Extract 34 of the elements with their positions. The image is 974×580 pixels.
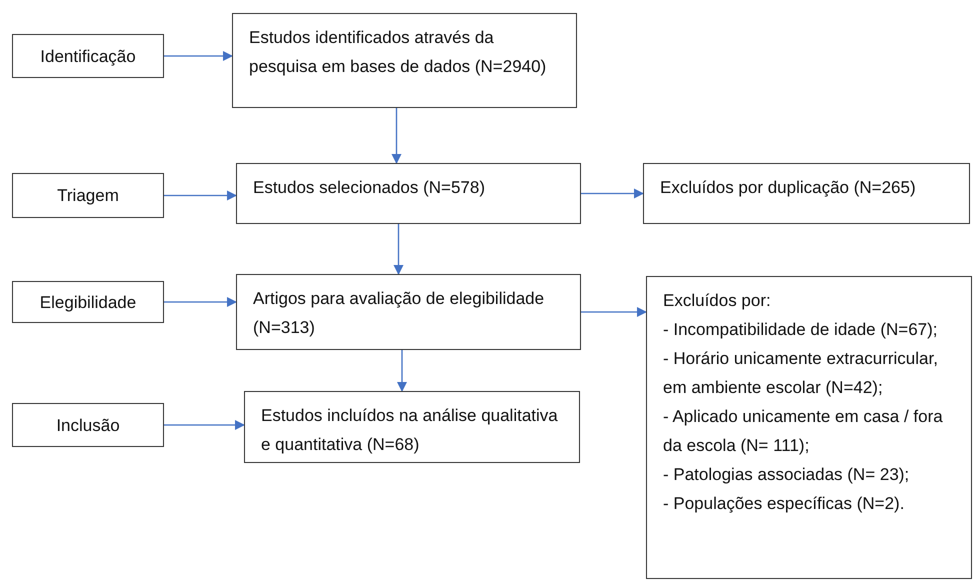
stage-box [12, 403, 164, 447]
box-text: - Incompatibilidade de idade (N=67); [663, 319, 939, 341]
process-box [236, 163, 581, 224]
arrow [164, 297, 237, 307]
arrow [581, 188, 644, 198]
box-text: - Populações específicas (N=2). [663, 493, 906, 515]
stage-label: Elegibilidade [40, 292, 136, 314]
process-box [244, 391, 580, 463]
stage-label: Triagem [57, 185, 119, 207]
box-text: Excluídos por: [663, 290, 772, 312]
arrow [394, 224, 404, 275]
stage-label: Inclusão [56, 414, 120, 436]
arrow [581, 307, 647, 317]
arrow [392, 108, 402, 164]
process-box [232, 13, 577, 108]
arrow [164, 420, 245, 430]
arrow [164, 190, 237, 200]
process-box [643, 163, 970, 224]
box-text: Estudos identificados através da pesquisa em bases de dados (N=2940) [249, 27, 548, 78]
box-text: Artigos para avaliação de elegibilidade (N=313) [253, 288, 546, 339]
stage-box [12, 281, 164, 323]
box-text: Excluídos por duplicação (N=265) [660, 177, 917, 199]
box-text: Estudos incluídos na análise qualitativa e quantitativa (N=68) [261, 405, 559, 456]
box-text: - Aplicado unicamente em casa / fora da escola (N= 111); [663, 406, 944, 457]
box-text: - Horário unicamente extracurricular, em ambiente escolar (N=42); [663, 348, 939, 399]
process-box [646, 276, 972, 579]
process-box [236, 274, 581, 350]
stage-label: Identificação [40, 46, 136, 68]
stage-box [12, 34, 164, 78]
box-text: Estudos selecionados (N=578) [253, 177, 486, 199]
box-text: - Patologias associadas (N= 23); [663, 464, 910, 486]
arrow [164, 51, 233, 61]
arrow [397, 350, 407, 392]
stage-box [12, 173, 164, 218]
